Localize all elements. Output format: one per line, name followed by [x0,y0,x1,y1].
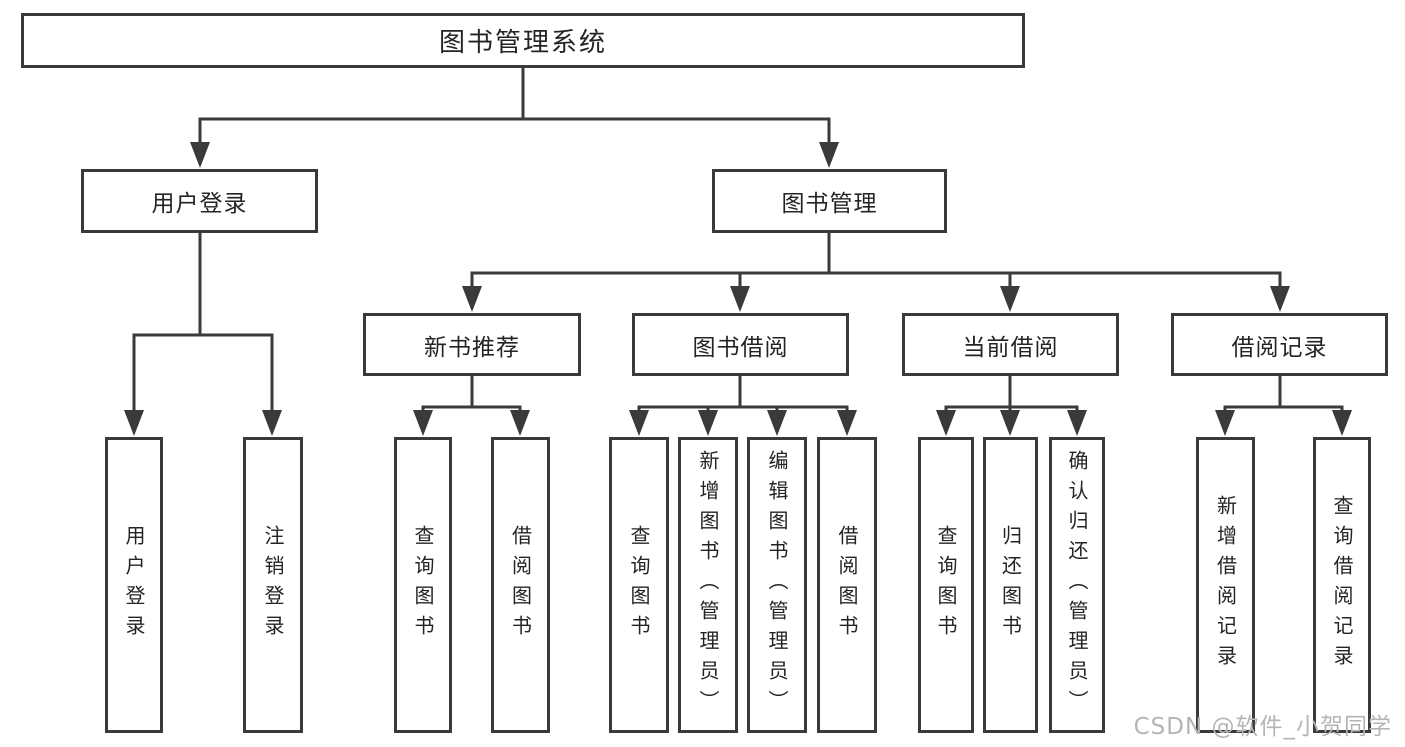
leaf-confirm-return-admin: 确认归还（管理员） [1049,437,1105,733]
node-library-system: 图书管理系统 [21,13,1025,68]
leaf-query-borrow-record: 查询借阅记录 [1313,437,1371,733]
node-user-login: 用户登录 [81,169,318,233]
node-new-book-recommend: 新书推荐 [363,313,581,376]
leaf-add-borrow-record: 新增借阅记录 [1196,437,1255,733]
leaf-user-login: 用户登录 [105,437,163,733]
node-book-management: 图书管理 [712,169,947,233]
leaf-query-books-current: 查询图书 [918,437,974,733]
leaf-edit-books-admin: 编辑图书（管理员） [747,437,807,733]
leaf-return-books: 归还图书 [983,437,1038,733]
node-borrowing-records: 借阅记录 [1171,313,1388,376]
node-current-borrowing: 当前借阅 [902,313,1119,376]
leaf-query-books-recommend: 查询图书 [394,437,452,733]
leaf-borrow-books: 借阅图书 [817,437,877,733]
leaf-query-books-borrowing: 查询图书 [609,437,669,733]
leaf-logout: 注销登录 [243,437,303,733]
leaf-borrow-books-recommend: 借阅图书 [491,437,550,733]
leaf-add-books-admin: 新增图书（管理员） [678,437,738,733]
csdn-watermark: CSDN @软件_小贺同学 [1133,714,1392,740]
node-book-borrowing: 图书借阅 [632,313,849,376]
